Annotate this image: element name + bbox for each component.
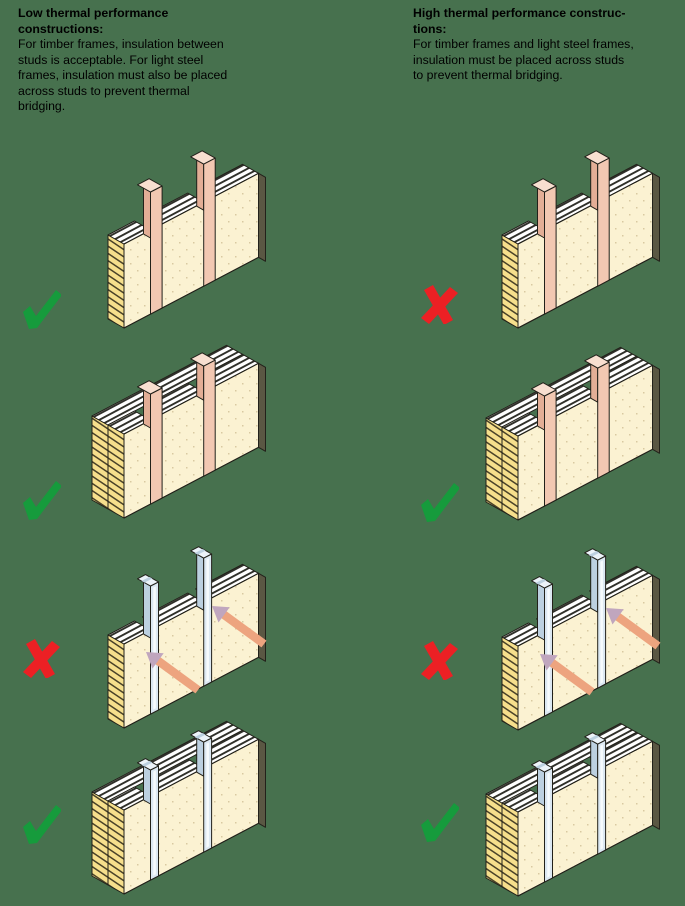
cross-icon <box>413 278 459 324</box>
checkmark-icon <box>15 474 61 520</box>
low-body-line: For timber frames, insulation between <box>18 37 224 51</box>
low-heading-line: Low thermal performance <box>18 6 169 20</box>
low-body-line: bridging. <box>18 99 66 113</box>
high-performance-text-block: High thermal performance construc- tions… <box>413 6 634 84</box>
checkmark-icon <box>413 476 459 522</box>
low-body-line: frames, insulation must also be placed <box>18 68 228 82</box>
diagram-high-timber-between-studs <box>472 140 685 340</box>
diagram-high-steel-across-studs <box>472 708 685 906</box>
high-body-line: to prevent thermal bridging. <box>413 68 563 82</box>
diagram-high-timber-across-studs <box>472 332 685 532</box>
high-heading-line: High thermal performance construc- <box>413 6 626 20</box>
checkmark-icon <box>413 796 459 842</box>
checkmark-icon <box>15 283 61 329</box>
cross-icon <box>413 634 459 680</box>
low-body-line: studs is acceptable. For light steel <box>18 52 204 67</box>
diagram-high-steel-between-studs <box>472 542 685 742</box>
diagram-low-steel-between-studs <box>78 540 303 740</box>
cross-icon <box>15 632 61 678</box>
low-performance-text-block: Low thermal performance constructions: F… <box>18 6 227 115</box>
diagram-low-steel-across-studs <box>78 706 303 906</box>
high-body-line: insulation must be placed across studs <box>413 52 625 67</box>
high-heading-line: tions: <box>413 21 447 36</box>
checkmark-icon <box>15 798 61 844</box>
low-body-line: across studs to prevent thermal <box>18 83 190 98</box>
diagram-low-timber-between-studs <box>78 140 303 340</box>
diagram-low-timber-across-studs <box>78 330 303 530</box>
high-body-line: For timber frames and light steel frames… <box>413 37 634 51</box>
low-heading-line: constructions: <box>18 21 104 36</box>
